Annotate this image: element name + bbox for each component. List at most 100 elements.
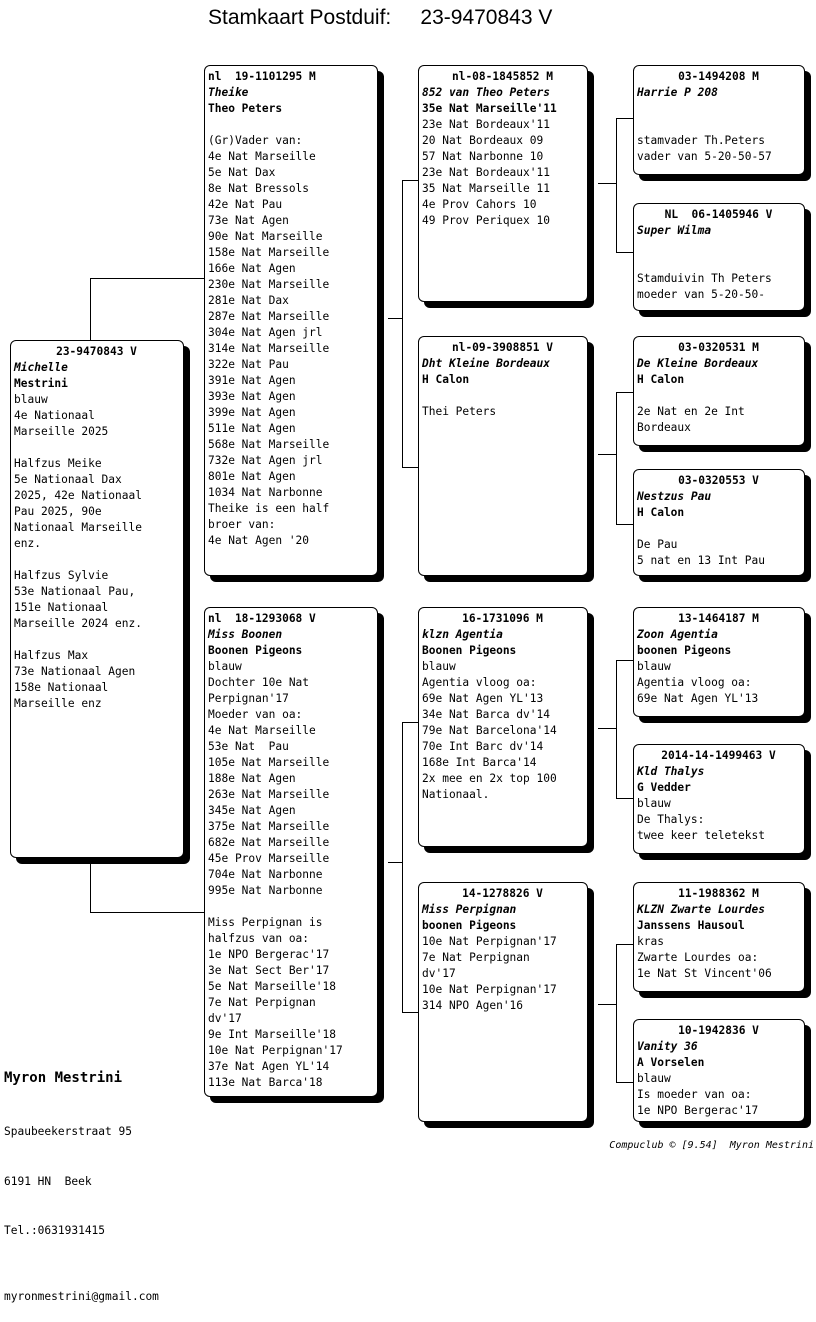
info-line: 113e Nat Barca'18 <box>208 1076 323 1089</box>
info-line: 391e Nat Agen <box>208 374 296 387</box>
ring-number: 03-0320531 M <box>678 341 759 354</box>
info-line: 42e Nat Pau <box>208 198 283 211</box>
pigeon-owner: 35e Nat Marseille'11 <box>422 102 557 115</box>
breeder-street: Spaubeekerstraat 95 <box>4 1125 132 1138</box>
info-line: Zwarte Lourdes oa: <box>637 951 759 964</box>
info-line: (Gr)Vader van: <box>208 134 303 147</box>
ring-number: nl-09-3908851 V <box>451 341 554 354</box>
info-line: 188e Nat Agen <box>208 772 296 785</box>
info-line: Halfzus Sylvie <box>14 569 109 582</box>
info-line: 314e Nat Marseille <box>208 342 330 355</box>
blank-line <box>637 521 800 537</box>
connector <box>388 862 402 863</box>
info-line: 166e Nat Agen <box>208 262 296 275</box>
info-line: 10e Nat Perpignan'17 <box>208 1044 343 1057</box>
info-line: 314 NPO Agen'16 <box>422 999 524 1012</box>
info-line: 158e Nationaal <box>14 681 109 694</box>
page-title: Stamkaart Postduif: 23-9470843 V <box>208 6 553 29</box>
info-line: Miss Perpignan is <box>208 916 323 929</box>
info-line: 281e Nat Dax <box>208 294 289 307</box>
pigeon-name: Dht Kleine Bordeaux <box>422 357 550 370</box>
pigeon-name: Zoon Agentia <box>637 628 718 641</box>
ring-number: NL 06-1405946 V <box>664 208 773 221</box>
info-line: broer van: <box>208 518 276 531</box>
pigeon-owner: Mestrini <box>14 377 68 390</box>
info-line: Dochter 10e Nat <box>208 676 310 689</box>
connector <box>402 467 418 468</box>
info-line: 1034 Nat Narbonne <box>208 486 323 499</box>
ring-number: 14-1278826 V <box>462 887 543 900</box>
pigeon-name: Vanity 36 <box>637 1040 698 1053</box>
info-line: 53e Nationaal Pau, <box>14 585 136 598</box>
info-line: 34e Nat Barca dv'14 <box>422 708 550 721</box>
pigeon-owner: H Calon <box>637 506 685 519</box>
info-line: 287e Nat Marseille <box>208 310 330 323</box>
connector <box>402 722 418 723</box>
info-line: 2e Nat en 2e Int <box>637 405 745 418</box>
info-line: 568e Nat Marseille <box>208 438 330 451</box>
info-line: 5 nat en 13 Int Pau <box>637 554 765 567</box>
pigeon-name: Harrie P 208 <box>637 86 718 99</box>
connector <box>616 392 617 524</box>
info-line: dv'17 <box>422 967 456 980</box>
info-line: 105e Nat Marseille <box>208 756 330 769</box>
breeder-email[interactable]: myronmestrini@gmail.com <box>4 1289 159 1303</box>
blank-line <box>637 388 800 404</box>
info-line: 151e Nationaal <box>14 601 109 614</box>
info-line: 263e Nat Marseille <box>208 788 330 801</box>
info-line: Marseille 2025 <box>14 425 109 438</box>
breeder-city: 6191 HN Beek <box>4 1174 92 1188</box>
connector <box>402 722 403 1012</box>
info-line: 3e Nat Sect Ber'17 <box>208 964 330 977</box>
connector <box>616 392 633 393</box>
blank-line <box>14 632 179 648</box>
info-line: 168e Int Barca'14 <box>422 756 537 769</box>
connector <box>90 858 91 912</box>
connector <box>598 728 616 729</box>
pigeon-owner: boonen Pigeons <box>637 644 732 657</box>
info-line: vader van 5-20-50-57 <box>637 150 772 163</box>
info-line: Halfzus Meike <box>14 457 102 470</box>
pigeon-name: 852 van Theo Peters <box>422 86 550 99</box>
pigeon-owner: boonen Pigeons <box>422 919 517 932</box>
pigeon-owner: G Vedder <box>637 781 691 794</box>
pigeon-owner: Theo Peters <box>208 102 283 115</box>
connector <box>90 278 204 279</box>
info-line: De Thalys: <box>637 813 705 826</box>
pigeon-name: Super Wilma <box>637 224 712 237</box>
info-line: Halfzus Max <box>14 649 89 662</box>
blank-line <box>637 239 800 255</box>
pigeon-name: KLZN Zwarte Lourdes <box>637 903 765 916</box>
pigeon-name: klzn Agentia <box>422 628 503 641</box>
info-line: moeder van 5-20-50- <box>637 288 765 301</box>
info-line: 4e Nat Agen '20 <box>208 534 310 547</box>
pigeon-name: Michelle <box>14 361 68 374</box>
ring-number: 03-0320553 V <box>678 474 759 487</box>
info-line: 704e Nat Narbonne <box>208 868 323 881</box>
breeder-info: Myron Mestrini Spaubeekerstraat 95 6191 … <box>4 1035 159 1322</box>
info-line: 23e Nat Bordeaux'11 <box>422 118 550 131</box>
ring-number: nl-08-1845852 M <box>451 70 554 83</box>
info-line: blauw <box>14 393 48 406</box>
connector <box>616 524 633 525</box>
info-line: 995e Nat Narbonne <box>208 884 323 897</box>
blank-line <box>637 255 800 271</box>
pigeon-name: Miss Boonen <box>208 628 283 641</box>
connector <box>616 118 617 252</box>
connector <box>90 912 204 913</box>
info-line: 90e Nat Marseille <box>208 230 323 243</box>
pigeon-owner: H Calon <box>637 373 685 386</box>
info-line: Thei Peters <box>422 405 497 418</box>
info-line: Is moeder van oa: <box>637 1088 752 1101</box>
info-line: Nationaal Marseille <box>14 521 142 534</box>
info-line: 399e Nat Agen <box>208 406 296 419</box>
info-line: 57 Nat Narbonne 10 <box>422 150 544 163</box>
connector <box>598 454 616 455</box>
ring-number: nl 19-1101295 M <box>208 70 316 83</box>
info-line: 45e Prov Marseille <box>208 852 330 865</box>
